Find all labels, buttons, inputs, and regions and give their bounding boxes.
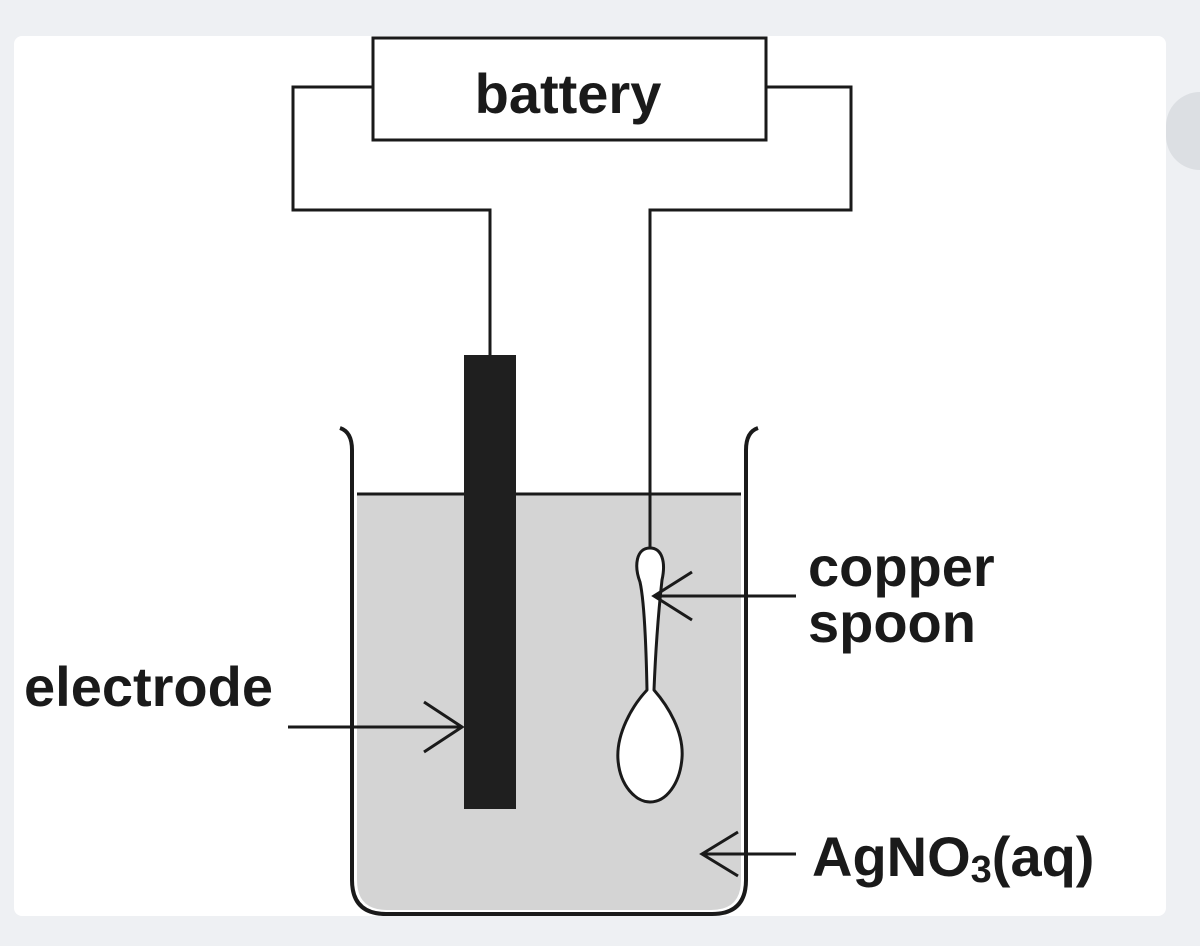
- copper-spoon: [616, 546, 684, 804]
- battery-box: [371, 36, 768, 142]
- solution-arrow: [699, 830, 796, 878]
- agno3-label-tail: (aq): [992, 825, 1095, 888]
- wire-left: [291, 85, 492, 356]
- electrode-label: electrode: [24, 655, 273, 718]
- electrode-bar: [464, 355, 516, 809]
- agno3-solution: [357, 494, 741, 910]
- agno3-label-main: AgNO: [812, 825, 971, 888]
- battery-label: battery: [475, 62, 662, 125]
- copper-spoon-arrow: [651, 570, 796, 622]
- wire-right: [648, 85, 853, 548]
- beaker: [339, 426, 759, 916]
- electrode-arrow: [288, 700, 465, 754]
- copper-spoon-label-line2: spoon: [808, 591, 976, 654]
- agno3-label: AgNO3(aq): [812, 825, 1094, 891]
- agno3-label-subscript: 3: [971, 849, 992, 891]
- copper-spoon-label-line1: copper: [808, 535, 995, 598]
